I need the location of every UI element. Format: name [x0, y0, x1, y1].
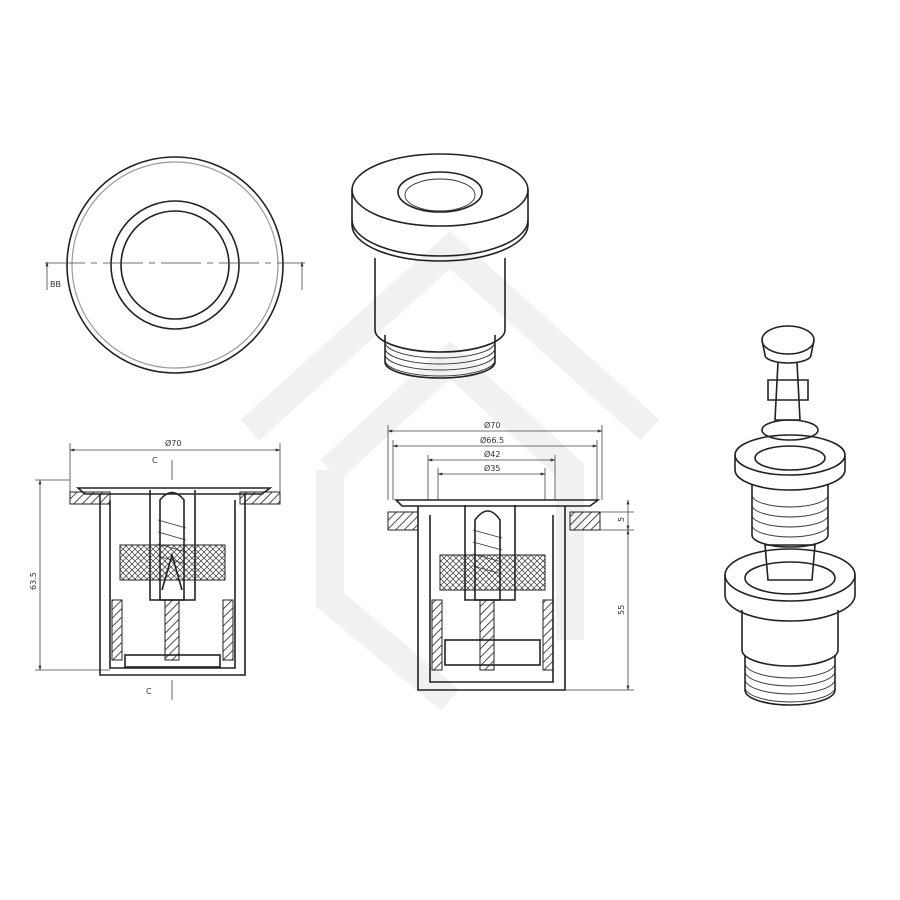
section-label-bb: BB: [50, 280, 61, 289]
dimension-height-55: 55: [617, 605, 626, 615]
dimension-diameter-70: Ø70: [484, 420, 500, 430]
section-side: Ø70 Ø66.5 Ø42 Ø35 5 55: [387, 420, 634, 691]
dimension-flange-5: 5: [617, 517, 626, 522]
section-cc: Ø70 63.5 C C: [29, 438, 281, 700]
watermark-logo: [240, 231, 660, 711]
dimension-diameter-35: Ø35: [484, 463, 500, 473]
section-marker-c-bottom: C: [146, 687, 152, 696]
perspective-view: [351, 153, 529, 379]
dimension-diameter-66-5: Ø66.5: [480, 435, 504, 445]
dimension-height-63-5: 63.5: [29, 572, 38, 590]
dimension-diameter-70: Ø70: [165, 438, 181, 448]
dimension-diameter-42: Ø42: [484, 449, 500, 459]
exploded-view: [724, 325, 856, 706]
top-view: BB: [45, 156, 305, 374]
section-marker-c-top: C: [152, 456, 158, 465]
